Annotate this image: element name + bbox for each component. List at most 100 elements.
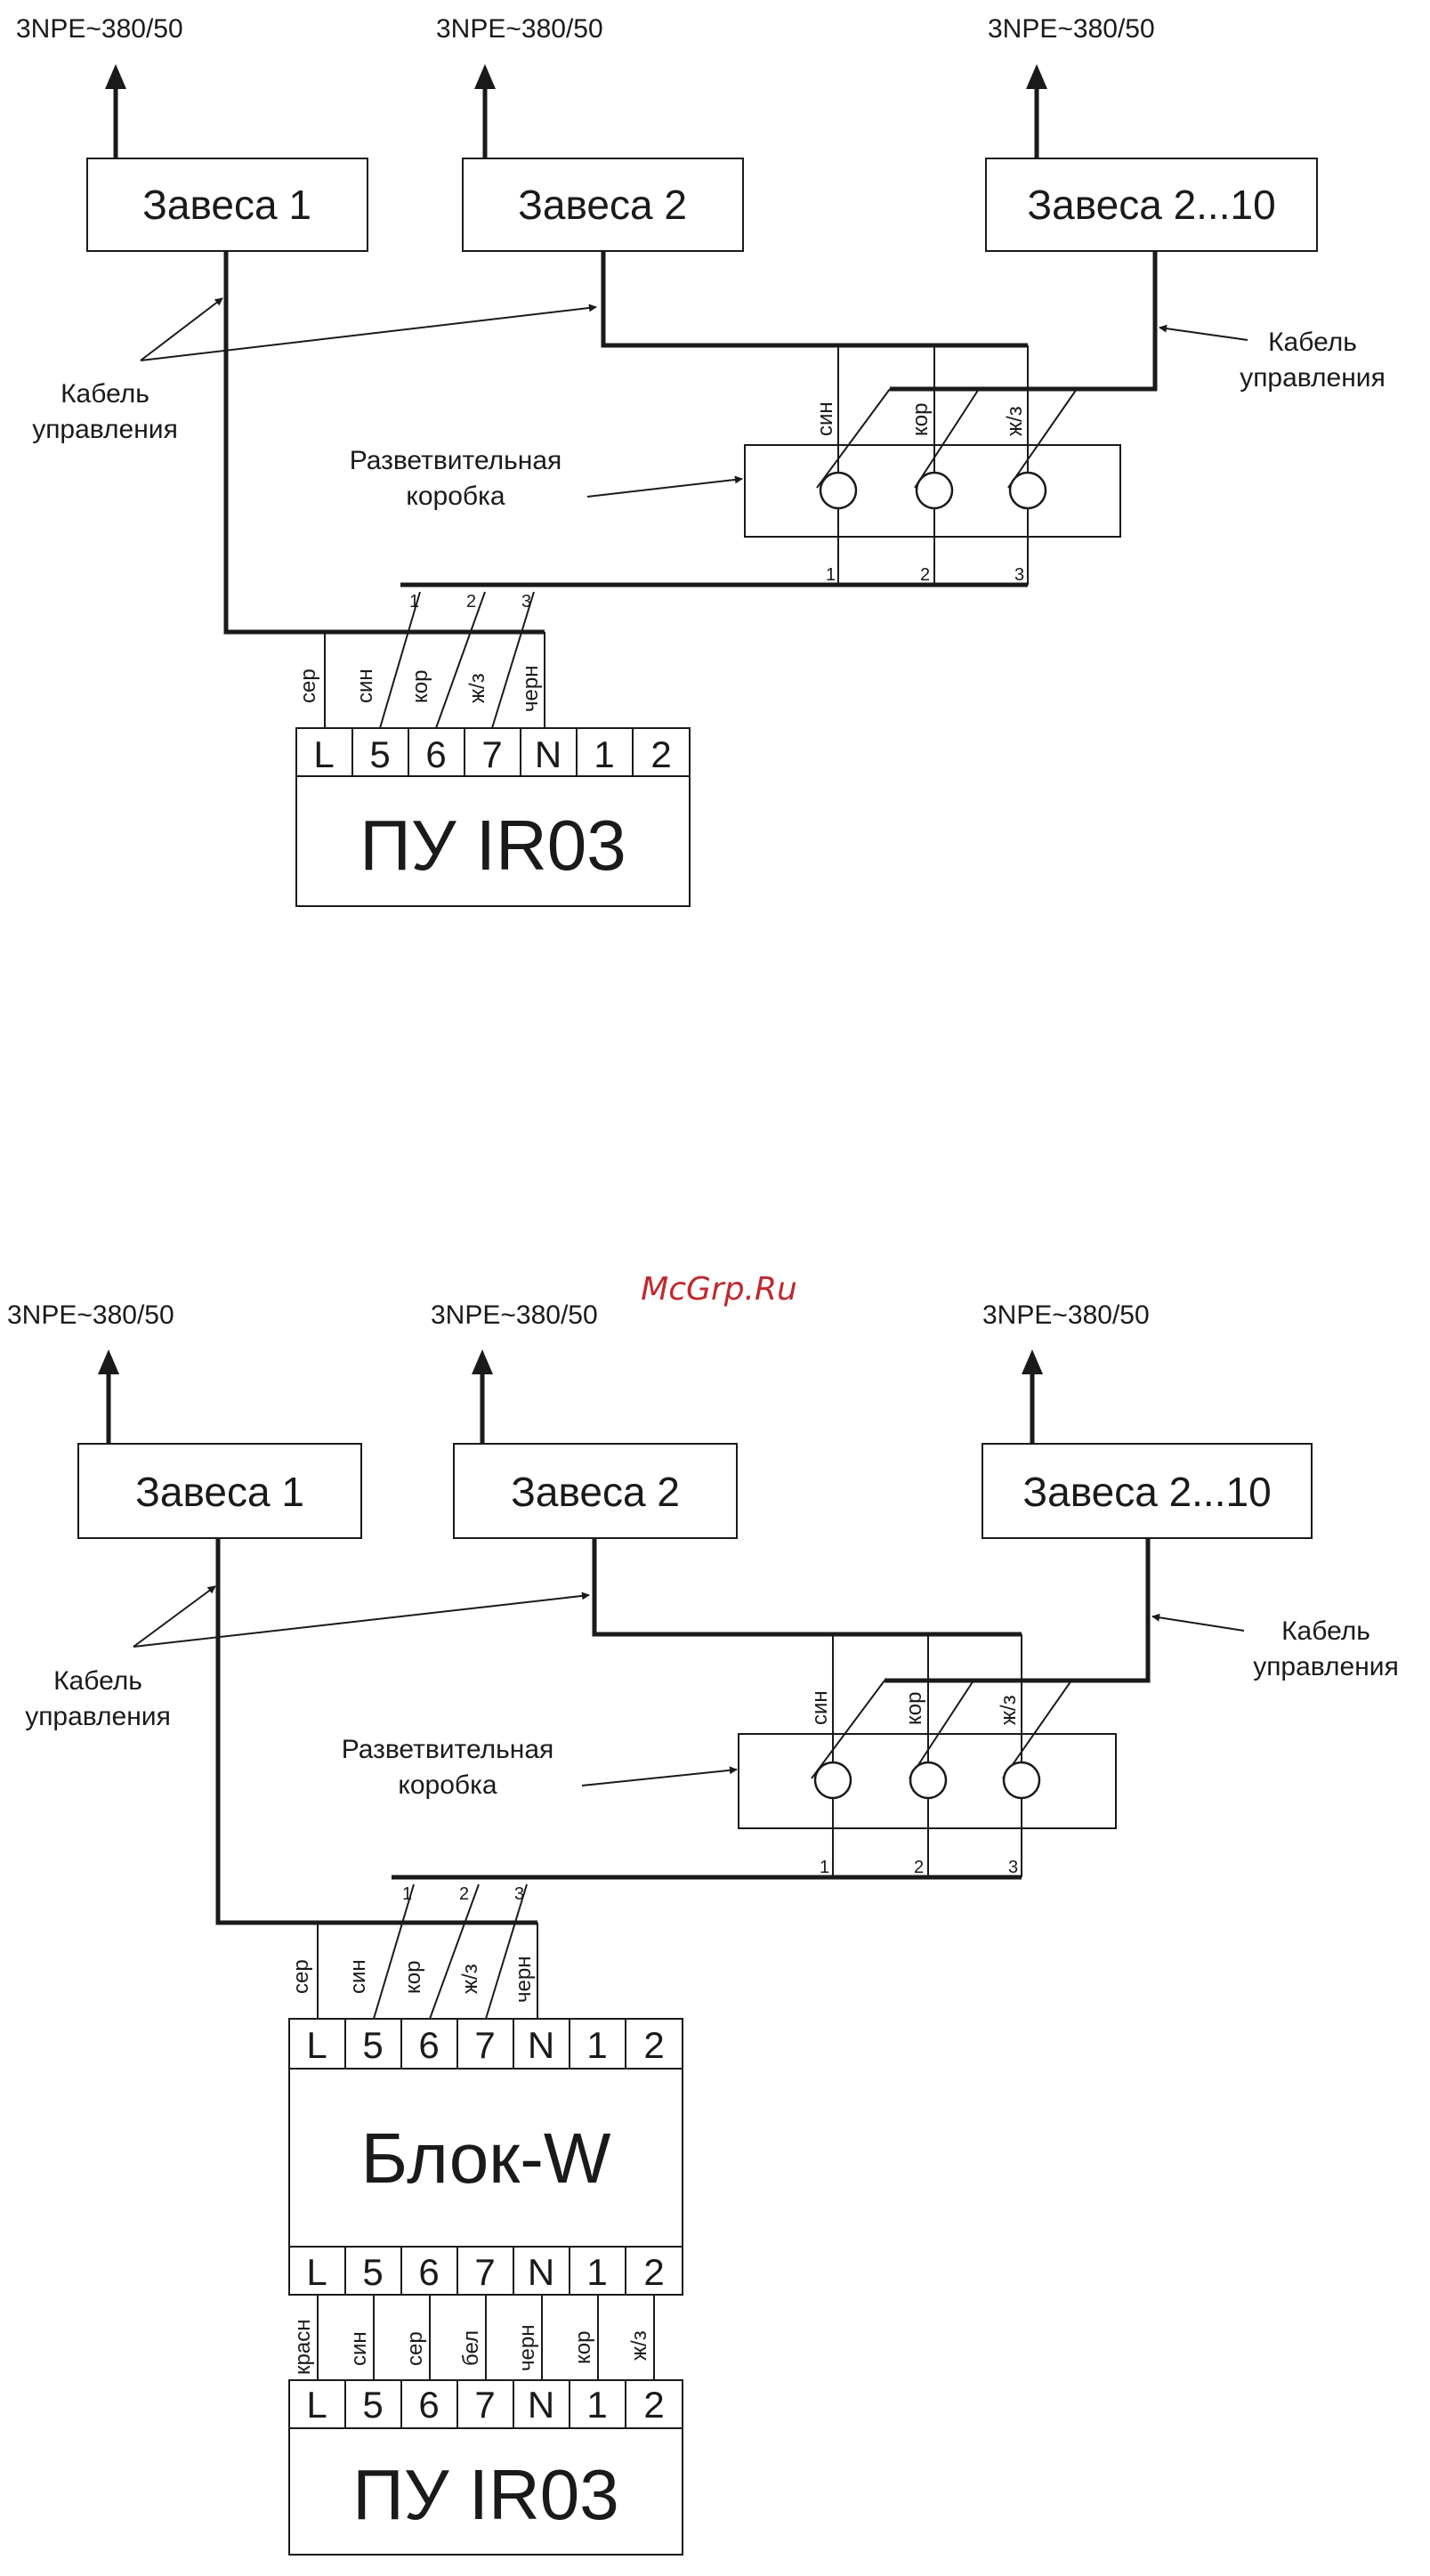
terminal-label: 7 <box>474 2384 495 2426</box>
junction-wire-label: ж/з <box>997 1695 1021 1725</box>
terminal-label: 2 <box>643 2384 664 2426</box>
cable-label-left: Кабель <box>53 1666 142 1696</box>
cable-label-right: Кабель <box>1281 1616 1370 1646</box>
block-w-title: Блок-W <box>361 2118 611 2198</box>
junction-label: Разветвительная <box>350 446 562 475</box>
cross-number: 1 <box>409 592 419 612</box>
cross-number: 3 <box>514 1884 524 1904</box>
junction-number: 2 <box>920 565 930 585</box>
supply-label-3: 3NPE~380/50 <box>988 14 1155 44</box>
device-wires <box>317 1883 538 2020</box>
junction-wire-label: син <box>813 401 837 436</box>
diagram-2 <box>77 1349 1313 2556</box>
cable-label-left: Кабель <box>61 379 149 409</box>
wire-label: сер <box>296 668 320 703</box>
junction-wires <box>811 1634 1072 1877</box>
terminal-label: 7 <box>481 733 502 775</box>
cross-number: 2 <box>466 592 476 612</box>
terminal-label: 6 <box>418 2384 439 2426</box>
terminal-label: N <box>535 733 561 775</box>
supply-label-1: 3NPE~380/50 <box>16 14 183 44</box>
cable-label-right-2: управления <box>1253 1652 1399 1681</box>
block-terminal-label: 6 <box>418 2251 439 2293</box>
supply-label-2: 3NPE~380/50 <box>431 1300 598 1330</box>
junction-wires <box>816 345 1078 585</box>
wire-label: черн <box>512 1956 536 2003</box>
terminal-label: 6 <box>425 733 446 775</box>
terminal-dividers <box>351 728 634 776</box>
supply-label-3: 3NPE~380/50 <box>982 1300 1150 1330</box>
terminal-label: 5 <box>369 733 390 775</box>
supply-label-1: 3NPE~380/50 <box>7 1300 174 1330</box>
block-terminal-label: 1 <box>586 2024 607 2066</box>
supply-arrows <box>98 1349 1043 1444</box>
lower-wire-label: ж/з <box>627 2330 651 2361</box>
cable-label-left-2: управления <box>25 1702 171 1731</box>
block-terminal-label: L <box>306 2024 327 2066</box>
terminal-label: N <box>528 2384 554 2426</box>
wire-label: син <box>346 1959 370 1994</box>
junction-label: Разветвительная <box>342 1735 554 1764</box>
annotation-arrows <box>133 1585 1245 1786</box>
terminal-label: 1 <box>594 733 614 775</box>
terminal-dividers <box>344 2019 626 2295</box>
lower-wire-label: черн <box>515 2325 539 2371</box>
terminal-label: 2 <box>650 733 671 775</box>
curtain-2-label: Завеса 2 <box>518 182 687 228</box>
block-terminal-label: L <box>306 2251 327 2293</box>
device-box-1 <box>295 727 691 907</box>
terminal-circles <box>819 471 1047 510</box>
junction-number: 3 <box>1014 565 1024 585</box>
junction-wire-label: кор <box>909 403 933 436</box>
wire-label: кор <box>401 1961 425 1994</box>
block-terminal-label: 5 <box>362 2251 383 2293</box>
diagram-2-text: 3NPE~380/50 3NPE~380/50 3NPE~380/50 Заве… <box>7 1300 1399 2534</box>
terminal-circles <box>813 1761 1041 1800</box>
diagram-1 <box>86 64 1318 907</box>
block-terminal-label: N <box>528 2251 554 2293</box>
wire-label: ж/з <box>458 1964 482 1994</box>
cable-label-right-2: управления <box>1240 363 1386 393</box>
wire-label: кор <box>408 670 432 703</box>
junction-number: 1 <box>826 565 836 585</box>
curtain-1-label: Завеса 1 <box>142 182 311 228</box>
lower-wire-label: син <box>347 2331 371 2366</box>
lower-wire-label: сер <box>403 2331 427 2366</box>
control-cables <box>215 1538 1151 1925</box>
device-box-2 <box>288 2379 683 2556</box>
wire-label: син <box>353 668 377 703</box>
cross-number: 3 <box>521 592 531 612</box>
terminal-label: 5 <box>362 2384 383 2426</box>
lower-wire-label: бел <box>459 2330 483 2366</box>
block-terminal-label: 1 <box>586 2251 607 2293</box>
curtain-2-label: Завеса 2 <box>511 1469 680 1515</box>
curtain-1-label: Завеса 1 <box>135 1469 304 1515</box>
diagram-1-text: 3NPE~380/50 3NPE~380/50 3NPE~380/50 Заве… <box>16 14 1386 885</box>
junction-number: 3 <box>1008 1858 1018 1877</box>
device-title-1: ПУ IR03 <box>360 806 626 885</box>
lower-wire-label: кор <box>571 2331 595 2364</box>
terminal-label: L <box>306 2384 327 2426</box>
junction-wire-label: кор <box>902 1692 926 1725</box>
wire-label: сер <box>289 1959 313 1994</box>
block-terminal-label: 2 <box>643 2024 664 2066</box>
junction-wire-label: син <box>808 1690 832 1725</box>
block-terminal-label: 6 <box>418 2024 439 2066</box>
block-to-device-wires <box>317 2295 655 2380</box>
terminal-label: 1 <box>586 2384 607 2426</box>
supply-arrows <box>105 64 1047 158</box>
wire-label: ж/з <box>465 673 489 703</box>
junction-box <box>744 444 1121 538</box>
block-terminal-label: 5 <box>362 2024 383 2066</box>
cable-label-right: Кабель <box>1268 328 1357 357</box>
curtain-n-label: Завеса 2...10 <box>1022 1469 1271 1515</box>
device-title-2: ПУ IR03 <box>352 2455 619 2534</box>
terminal-dividers <box>344 2380 626 2428</box>
curtain-n-label: Завеса 2...10 <box>1027 182 1275 228</box>
junction-number: 2 <box>914 1858 924 1877</box>
junction-number: 1 <box>820 1858 829 1877</box>
terminal-label: L <box>313 733 334 775</box>
cable-label-left-2: управления <box>32 415 178 444</box>
cross-number: 2 <box>459 1884 469 1904</box>
